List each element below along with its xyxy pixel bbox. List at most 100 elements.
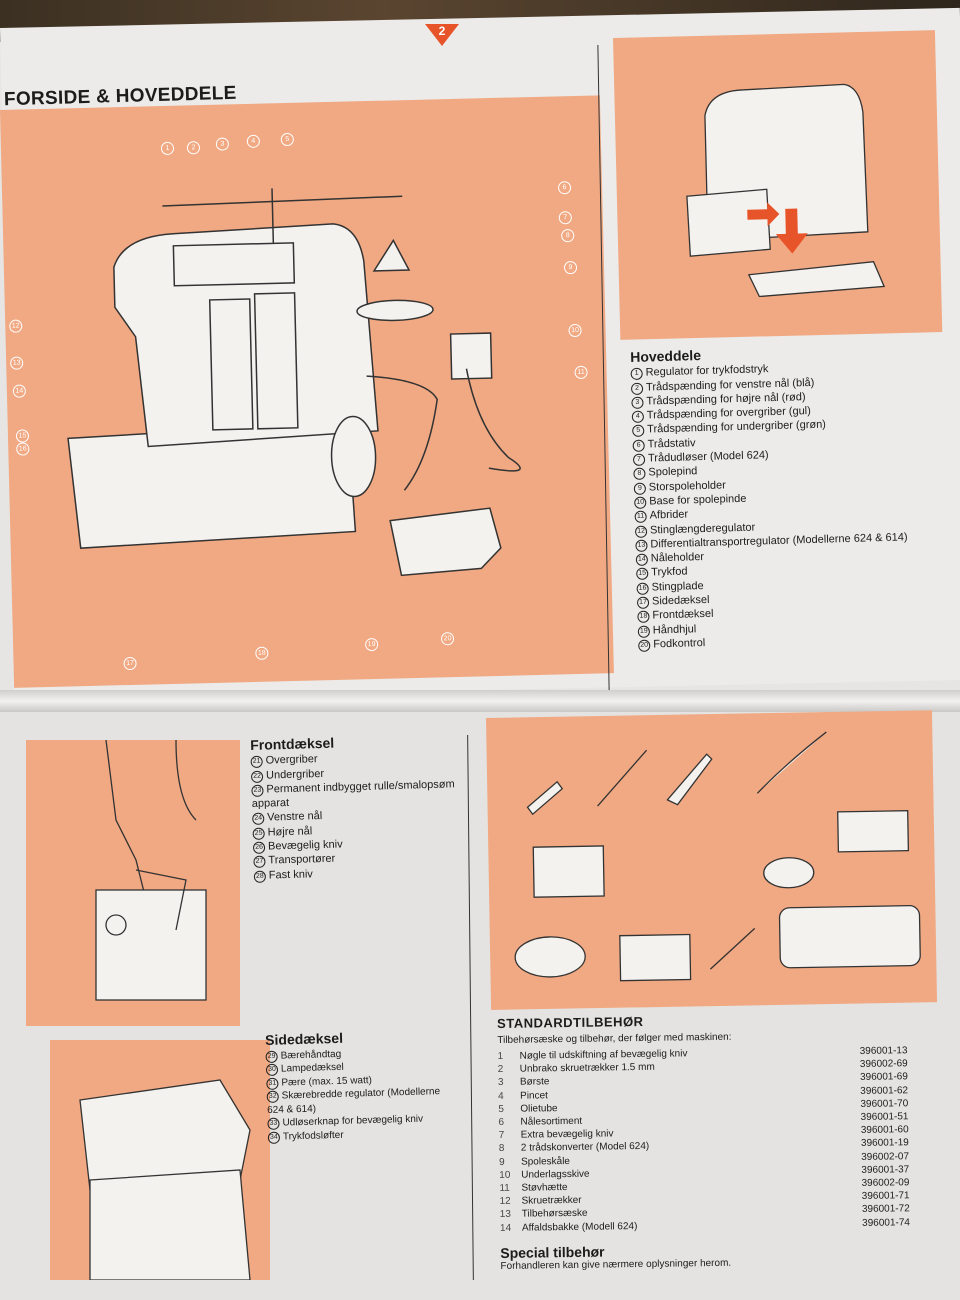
item-number: 23 (251, 784, 264, 797)
part-number: 396002-09 (861, 1177, 910, 1189)
item-number: 9 (498, 1156, 505, 1168)
side-cover-drawing (79, 1079, 251, 1281)
item-number: 31 (266, 1077, 279, 1090)
part-number: 396001-51 (860, 1111, 909, 1123)
item-number: 1 (630, 367, 643, 381)
item-number: 2 (630, 382, 644, 395)
item-label: Trådstativ (647, 436, 696, 451)
item-number: 6 (632, 439, 645, 452)
item-number: 25 (252, 827, 265, 840)
item-label: Overgriber (265, 753, 318, 767)
item-number: 13 (635, 539, 648, 552)
front-cover-drawing (95, 739, 207, 1001)
item-number: 12 (499, 1196, 511, 1208)
item-number: 17 (636, 596, 650, 609)
item-number: 2 (497, 1064, 504, 1076)
page-fold (0, 690, 960, 712)
item-number: 7 (632, 453, 646, 467)
item-label: Stinglængderegulator (649, 521, 756, 537)
item-number: 29 (265, 1050, 278, 1063)
item-number: 34 (267, 1131, 281, 1144)
serger-machine-drawing (67, 188, 521, 577)
item-number: 10 (634, 496, 647, 509)
item-number: 16 (636, 582, 649, 595)
item-label: Trykfodsløfter (282, 1129, 344, 1143)
part-number: 396001-72 (861, 1203, 910, 1216)
item-number: 9 (633, 482, 647, 495)
item-label: Lampedæksel (280, 1061, 344, 1075)
item-number: 8 (498, 1143, 505, 1155)
item-label: Pære (max. 15 watt) (281, 1074, 373, 1089)
part-number: 396001-37 (861, 1164, 910, 1176)
front-cover-illustration (26, 739, 240, 1026)
main-machine-illustration: 1 2 3 4 5 6 7 8 9 10 11 12 13 14 15 16 1… (0, 95, 614, 688)
item-number: 14 (499, 1222, 512, 1234)
item-number: 1 (497, 1050, 504, 1062)
item-label: Sidedæksel (651, 593, 710, 608)
part-number: 396001-19 (860, 1137, 909, 1150)
item-label: Storspoleholder (648, 479, 727, 494)
item-number: 11 (499, 1182, 510, 1195)
item-number: 7 (498, 1130, 505, 1142)
item-label: Håndhjul (652, 622, 697, 637)
item-label: Skærebredde regulator (Modellerne 624 & … (266, 1086, 441, 1116)
item-label: Bevægelig kniv (267, 838, 343, 853)
item-number: 8 (633, 467, 646, 481)
item-number: 20 (638, 639, 651, 652)
item-number: 15 (636, 568, 649, 581)
item-number: 32 (266, 1090, 279, 1103)
item-label: Regulator for trykfodstryk (645, 363, 769, 379)
item-number: 21 (250, 755, 263, 769)
part-number: 396001-69 (859, 1071, 908, 1084)
part-number: 396002-07 (861, 1150, 910, 1163)
item-number: 11 (634, 510, 647, 524)
item-label: Trykfod (651, 565, 688, 579)
item-number: 12 (634, 525, 648, 538)
item-label: Afbrider (649, 508, 689, 522)
item-number: 19 (637, 625, 651, 638)
item-number: 30 (265, 1063, 279, 1076)
item-label: Udløserknap for bevægelig kniv (282, 1113, 424, 1129)
item-number: 3 (631, 396, 644, 409)
part-number: 396001-62 (860, 1084, 909, 1097)
item-number: 10 (499, 1169, 511, 1181)
item-number: 5 (498, 1103, 504, 1115)
item-label: Permanent indbygget rulle/smalopsøm appa… (251, 778, 455, 811)
item-label: Transportører (268, 853, 336, 867)
item-number: 13 (499, 1209, 511, 1221)
item-number: 28 (253, 870, 267, 883)
accessories-drawing (514, 731, 921, 982)
part-number: 396001-13 (859, 1045, 908, 1057)
item-number: 5 (632, 425, 645, 438)
part-number: 396001-71 (861, 1190, 910, 1203)
part-number: 396001-74 (862, 1216, 910, 1229)
side-cover-illustration (50, 1040, 270, 1281)
item-label: Spolepind (648, 465, 698, 479)
item-label: Fodkontrol (653, 636, 706, 651)
item-number: 18 (637, 610, 650, 624)
part-number: 396001-60 (860, 1124, 909, 1137)
item-label: Trådudløser (Model 624) (647, 449, 769, 465)
item-label: Frontdæksel (652, 608, 714, 622)
item-number: 27 (253, 855, 266, 869)
item-number: 3 (497, 1077, 504, 1089)
item-label: Undergriber (265, 767, 325, 782)
machine-side-drawing (686, 83, 886, 298)
accessories-illustration (486, 710, 938, 1010)
thread-release-illustration (613, 30, 943, 340)
item-number: 33 (267, 1117, 280, 1130)
intro-text: Tilbehørsæske og tilbehør, der følger me… (497, 1031, 732, 1046)
item-number: 26 (252, 841, 266, 855)
item-number: 14 (635, 553, 649, 567)
standard-accessories: STANDARDTILBEHØR Tilbehørsæske og tilbeh… (497, 1010, 911, 1272)
item-number: 4 (498, 1090, 504, 1102)
part-number: 396002-69 (859, 1058, 908, 1071)
item-number: 6 (498, 1116, 505, 1129)
item-label: Højre nål (267, 825, 313, 839)
item-label: Venstre nål (267, 810, 323, 825)
item-number: 24 (252, 813, 265, 826)
